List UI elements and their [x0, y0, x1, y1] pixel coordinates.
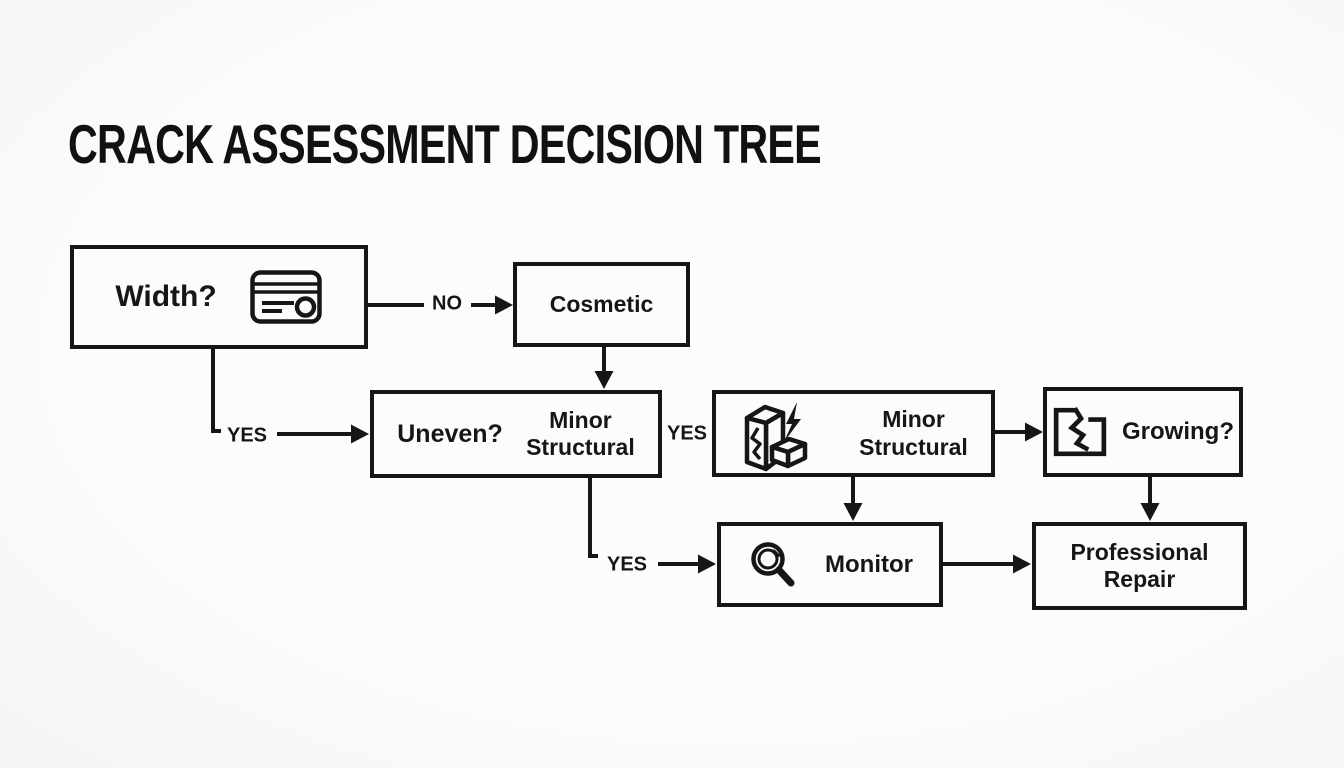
edge-label-yes-right: YES — [666, 422, 708, 445]
node-uneven-label: Uneven? — [397, 419, 503, 448]
node-uneven-result-line2: Structural — [526, 434, 635, 460]
edge-label-yes-down: YES — [606, 553, 648, 576]
node-cosmetic-label: Cosmetic — [549, 291, 654, 317]
node-width-question: Width? — [70, 245, 368, 349]
node-uneven-question: Uneven? Minor Structural — [370, 390, 662, 478]
edge-cosmetic-down — [594, 347, 614, 389]
node-professional-repair-label: Professional Repair — [1070, 539, 1208, 593]
edge-monitor-repair — [943, 554, 1031, 574]
node-minor-structural-label: Minor Structural — [859, 406, 968, 460]
magnifying-glass-icon — [751, 541, 795, 586]
node-repair-line1: Professional — [1070, 538, 1209, 565]
edge-label-yes-width: YES — [226, 424, 268, 447]
cracked-tile-icon — [1053, 406, 1107, 457]
node-minor-structural: Minor Structural — [712, 390, 995, 477]
node-monitor: Monitor — [717, 522, 943, 607]
node-growing-label: Growing? — [1122, 418, 1234, 445]
node-width-label: Width? — [115, 280, 217, 313]
edge-minor-growing — [995, 422, 1043, 442]
node-minor-line1: Minor — [882, 406, 945, 433]
node-monitor-label: Monitor — [825, 550, 913, 578]
credit-card-icon — [249, 270, 322, 324]
node-uneven-result-label: Minor Structural — [526, 407, 635, 461]
node-professional-repair: Professional Repair — [1032, 522, 1247, 610]
edge-width-no — [368, 295, 513, 315]
edge-width-yes — [211, 349, 369, 444]
edge-label-no: NO — [432, 292, 462, 315]
node-growing-question: Growing? — [1043, 387, 1243, 477]
node-minor-line2: Structural — [859, 433, 968, 460]
edge-uneven-yes-down — [588, 478, 716, 574]
node-cosmetic: Cosmetic — [513, 262, 690, 347]
node-repair-line2: Repair — [1103, 566, 1176, 592]
page-title: CRACK ASSESSMENT DECISION TREE — [68, 113, 822, 175]
node-uneven-result-line1: Minor — [549, 406, 612, 433]
edge-minor-monitor — [843, 477, 863, 521]
edge-growing-repair — [1140, 477, 1160, 521]
cracked-wall-icon — [744, 401, 808, 471]
